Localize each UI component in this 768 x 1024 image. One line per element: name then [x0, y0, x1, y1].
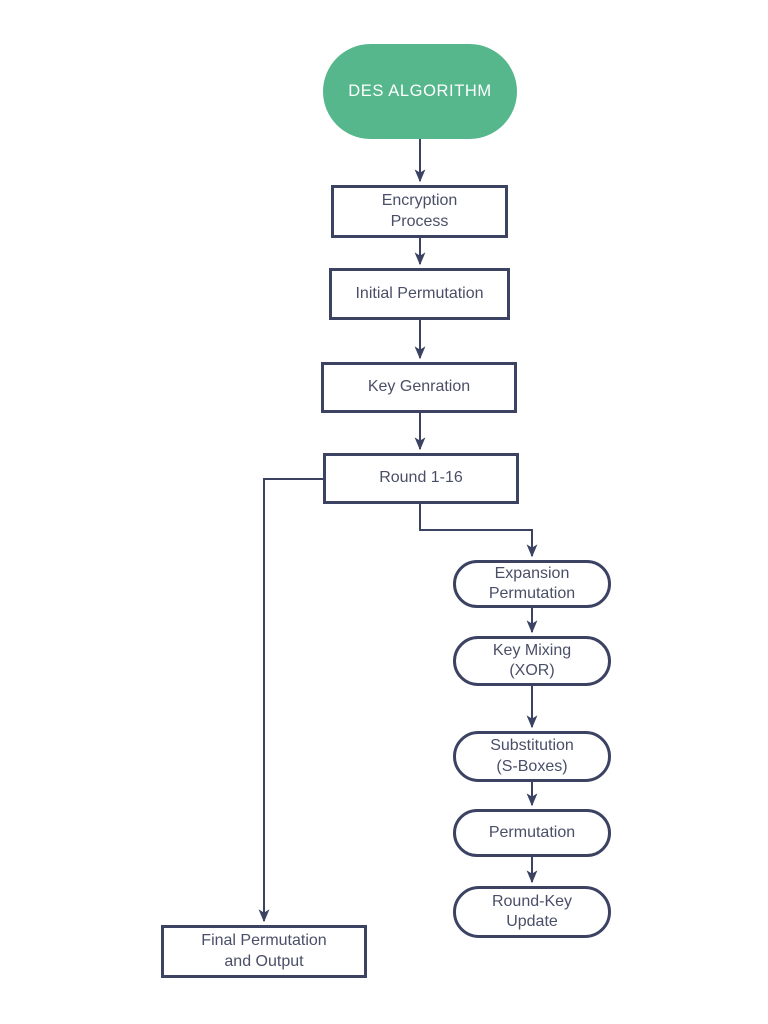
- node-final-permutation-output-label: Final Permutation and Output: [201, 932, 327, 970]
- node-key-mixing-xor-label: Key Mixing (XOR): [492, 641, 572, 679]
- node-round-1-16-label: Round 1-16: [379, 469, 463, 487]
- node-key-genration-label: Key Genration: [367, 378, 471, 396]
- node-permutation-label: Permutation: [488, 823, 576, 841]
- node-initial-permutation: Initial Permutation: [329, 268, 510, 320]
- node-initial-permutation-label: Initial Permutation: [355, 284, 484, 302]
- node-expansion-permutation-label: Expansion Permutation: [488, 564, 576, 602]
- node-substitution-s-boxes: Substitution (S-Boxes): [453, 731, 611, 782]
- node-des-algorithm-label: DES ALGORITHM: [348, 81, 492, 100]
- node-key-mixing-xor: Key Mixing (XOR): [453, 636, 611, 686]
- node-encryption-process: Encryption Process: [331, 185, 508, 238]
- node-round-key-update-label: Round-Key Update: [491, 892, 573, 930]
- edge-round-to-expansion: [419, 504, 538, 558]
- node-expansion-permutation: Expansion Permutation: [453, 560, 611, 608]
- node-round-key-update: Round-Key Update: [453, 886, 611, 938]
- node-final-permutation-output: Final Permutation and Output: [161, 925, 367, 978]
- node-substitution-s-boxes-label: Substitution (S-Boxes): [490, 737, 574, 775]
- node-des-algorithm: DES ALGORITHM: [323, 44, 517, 139]
- edge-round-to-final: [258, 478, 323, 923]
- node-permutation: Permutation: [453, 809, 611, 857]
- node-round-1-16: Round 1-16: [323, 453, 519, 504]
- node-encryption-process-label: Encryption Process: [381, 192, 458, 230]
- node-key-genration: Key Genration: [321, 362, 517, 413]
